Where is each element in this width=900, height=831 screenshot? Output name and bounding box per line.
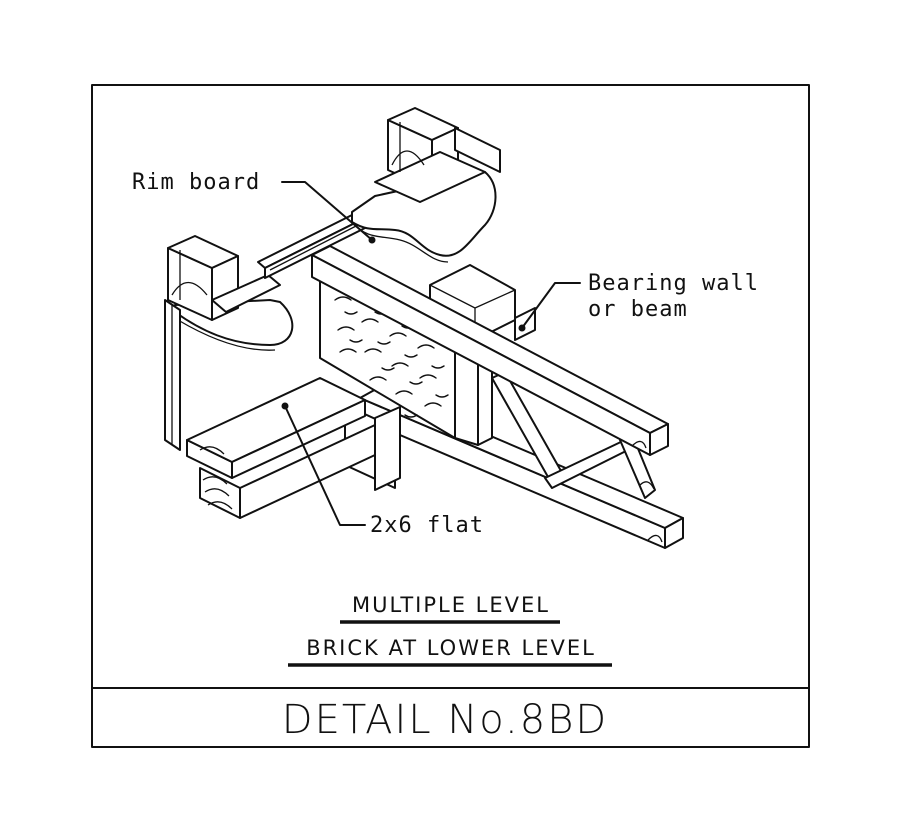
- framing-illustration: [164, 107, 684, 549]
- truss-web: [491, 371, 656, 499]
- detail-title: DETAIL No.8BD: [282, 697, 608, 743]
- drawing-frame: [91, 84, 810, 748]
- flat-2x6-label: 2x6 flat: [370, 513, 484, 538]
- caption-line-2: BRICK AT LOWER LEVEL: [306, 636, 596, 660]
- flat-2x6-plates: [186, 377, 376, 519]
- caption-line-1: MULTIPLE LEVEL: [352, 593, 550, 617]
- top-flange: [311, 245, 669, 456]
- rim-board-label: Rim board: [132, 170, 260, 195]
- joist-end-post: [454, 344, 493, 446]
- upper-joist-end: [374, 107, 501, 203]
- leader-lines: [281, 181, 581, 526]
- upper-subfloor: [351, 171, 497, 263]
- left-end-post: [164, 299, 181, 451]
- left-joist-end: [167, 235, 281, 321]
- bearing-wall-label: Bearing wall: [588, 271, 759, 296]
- bearing-wall-label-line2: or beam: [588, 297, 688, 322]
